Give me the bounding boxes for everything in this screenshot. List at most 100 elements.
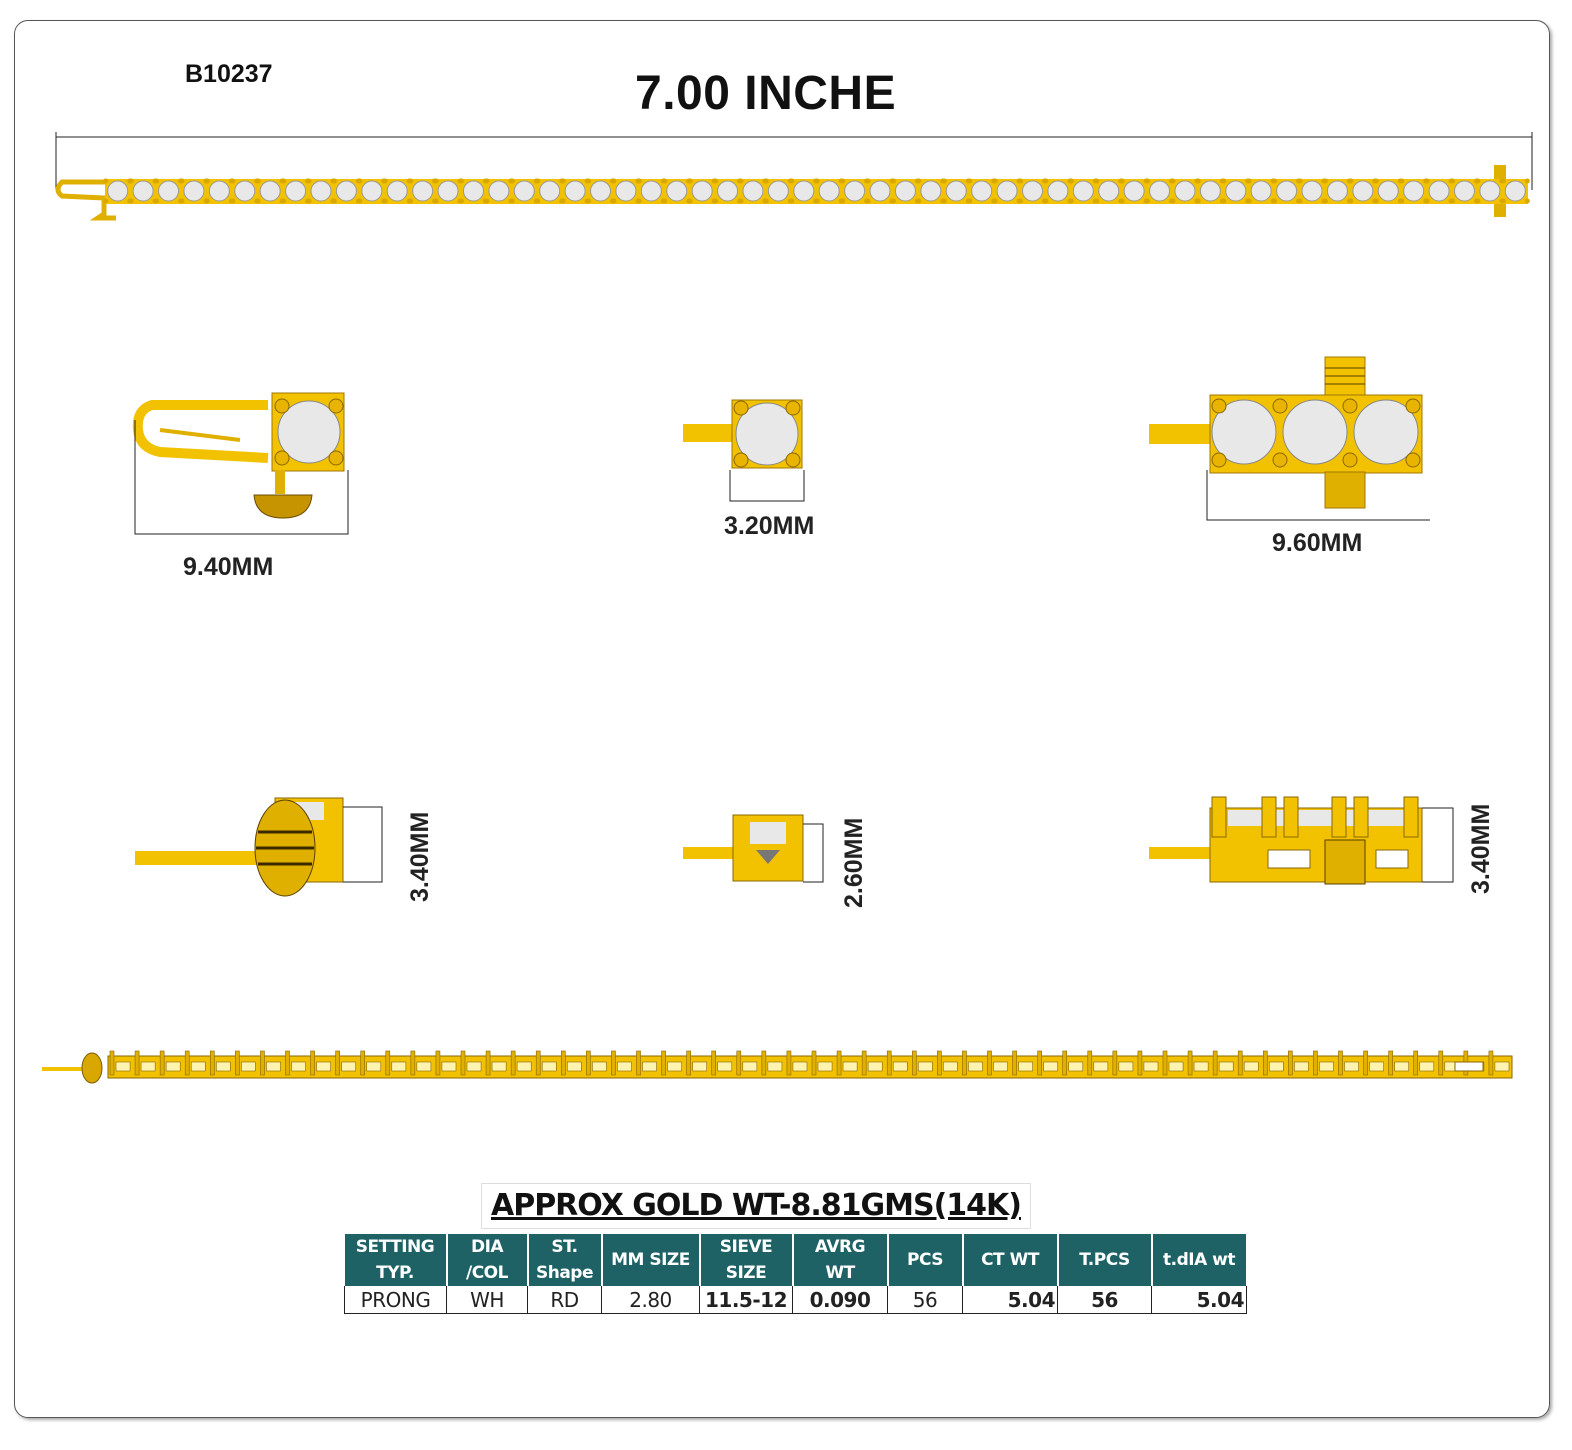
link-window: [516, 1061, 532, 1072]
prong: [814, 178, 820, 184]
prong: [1170, 198, 1176, 204]
prong: [967, 178, 973, 184]
stone: [564, 180, 586, 202]
stone: [945, 180, 967, 202]
prong: [941, 198, 947, 204]
column-header-text: T.PCS: [1079, 1250, 1130, 1270]
stone: [335, 180, 357, 202]
column-header: CT WT: [962, 1234, 1059, 1286]
prong: [331, 198, 337, 204]
link-window: [642, 1061, 657, 1072]
table-cell: 56: [887, 1286, 963, 1314]
link-window: [1494, 1061, 1510, 1072]
stone: [132, 180, 154, 202]
link-prong: [485, 1050, 491, 1076]
prong: [586, 198, 592, 204]
length-title: 7.00 INCHE: [635, 67, 897, 120]
prong: [789, 198, 795, 204]
stone: [996, 180, 1018, 202]
link-window: [867, 1061, 883, 1072]
link-window: [1093, 1061, 1109, 1072]
link-window: [316, 1061, 331, 1072]
column-header-text: TYP.: [376, 1263, 414, 1283]
prong: [281, 198, 287, 204]
prong: [128, 178, 134, 184]
stone: [1428, 180, 1450, 202]
table-cell: 5.04: [1151, 1286, 1247, 1314]
stone: [437, 180, 459, 202]
prong: [1500, 178, 1506, 184]
link-prong: [310, 1050, 315, 1076]
prong: [1119, 198, 1125, 204]
link-prong: [1162, 1050, 1168, 1076]
prong: [1424, 178, 1430, 184]
column-header: T.PCS: [1057, 1234, 1153, 1286]
link-window: [1118, 1061, 1134, 1072]
prong: [1348, 198, 1354, 204]
prong: [509, 198, 515, 204]
prong: [763, 178, 769, 184]
link-prong: [1438, 1050, 1444, 1076]
column-header-text: t.dIA wt: [1163, 1250, 1236, 1270]
stone: [844, 180, 866, 202]
stone: [793, 180, 815, 202]
link-prong: [1212, 1050, 1218, 1076]
prong: [331, 178, 337, 184]
link-window: [1344, 1061, 1359, 1072]
link-window: [1218, 1061, 1234, 1072]
column-header-text: AVRG: [814, 1237, 866, 1257]
link-side-detail: [683, 814, 824, 883]
prong: [230, 198, 236, 204]
stone: [615, 180, 637, 202]
prong: [382, 178, 388, 184]
prong: [560, 178, 566, 184]
prong: [713, 178, 719, 184]
link-window: [266, 1061, 281, 1072]
stone: [1199, 180, 1221, 202]
stone: [1225, 180, 1247, 202]
stone: [361, 180, 383, 202]
stone: [208, 180, 230, 202]
link-prong: [410, 1050, 416, 1076]
prong: [611, 198, 617, 204]
prong: [230, 178, 236, 184]
link-prong: [586, 1050, 591, 1076]
prong: [255, 198, 261, 204]
column-header-text: CT WT: [981, 1250, 1039, 1270]
prong: [865, 178, 871, 184]
prong: [1017, 178, 1023, 184]
link-prong: [510, 1050, 516, 1076]
link-prong: [1313, 1050, 1318, 1076]
stone: [513, 180, 535, 202]
prong: [1373, 178, 1379, 184]
link-prong: [711, 1050, 717, 1076]
stone: [640, 180, 662, 202]
prong: [306, 178, 312, 184]
prong: [306, 198, 312, 204]
stone: [971, 180, 993, 202]
prong: [1524, 198, 1530, 204]
stone: [1174, 180, 1196, 202]
column-header: PCS: [887, 1234, 964, 1286]
prong: [1449, 198, 1455, 204]
product-code: B10237: [185, 60, 273, 88]
prong: [154, 178, 160, 184]
prong: [1449, 178, 1455, 184]
prong: [1195, 198, 1201, 204]
clasp-side-detail: [135, 797, 383, 897]
link-window: [115, 1061, 131, 1072]
link-window: [817, 1061, 833, 1072]
prong: [687, 198, 693, 204]
link-window: [291, 1061, 306, 1072]
prong: [1272, 198, 1278, 204]
link-window: [792, 1061, 808, 1072]
prong: [535, 198, 541, 204]
prong: [484, 198, 490, 204]
link-prong: [636, 1050, 641, 1076]
link-window: [717, 1061, 733, 1072]
stone: [107, 180, 129, 202]
link-window: [140, 1061, 156, 1072]
